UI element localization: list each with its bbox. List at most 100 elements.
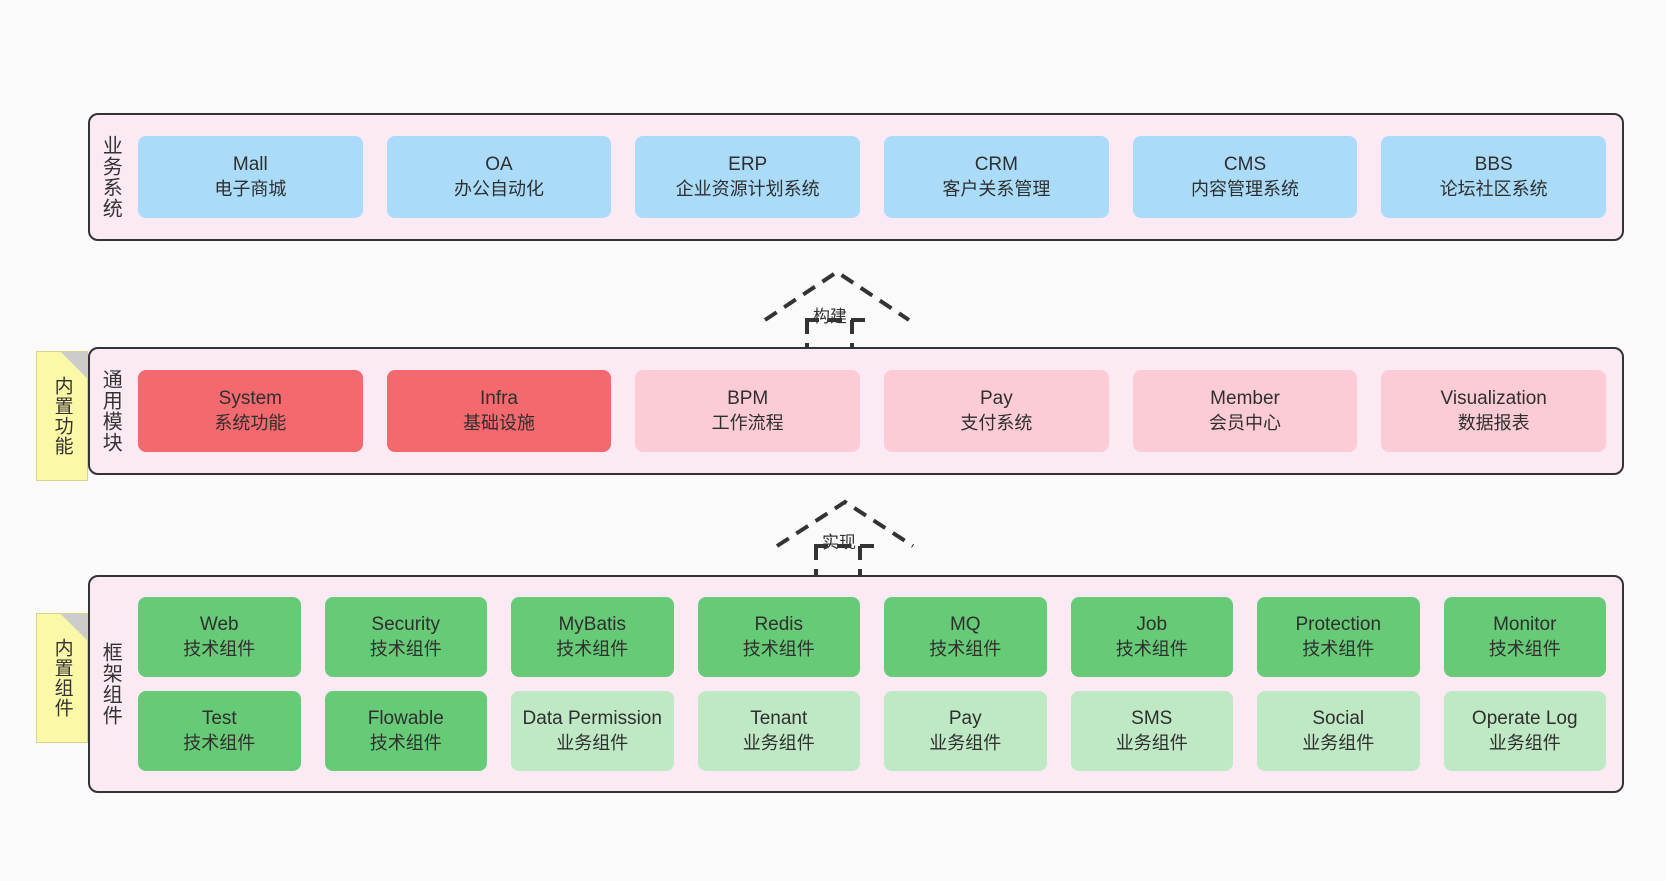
box-tenant[interactable]: Tenant 业务组件: [697, 691, 860, 771]
box-title: MyBatis: [558, 614, 627, 636]
box-test[interactable]: Test 技术组件: [138, 691, 301, 771]
note-fold-corner-icon: [61, 614, 87, 640]
box-subtitle: 业务组件: [929, 732, 1002, 753]
box-data-permission[interactable]: Data Permission 业务组件: [511, 691, 674, 771]
box-bpm[interactable]: BPM 工作流程: [635, 370, 861, 452]
note-builtin-features: 内置功能: [36, 351, 88, 481]
box-title: Social: [1312, 708, 1365, 730]
box-operate-log[interactable]: Operate Log 业务组件: [1443, 691, 1606, 771]
box-subtitle: 论坛社区系统: [1439, 178, 1548, 199]
box-title: Pay: [948, 708, 982, 730]
box-erp[interactable]: ERP 企业资源计划系统: [635, 136, 861, 218]
box-title: MQ: [949, 614, 981, 636]
box-subtitle: 技术组件: [929, 638, 1002, 659]
box-subtitle: 电子商城: [214, 178, 287, 199]
layer-body-framework-components: Web 技术组件 Security 技术组件 MyBatis 技术组件 Redi…: [130, 577, 1622, 791]
box-title: Protection: [1295, 614, 1382, 636]
box-security[interactable]: Security 技术组件: [324, 597, 487, 677]
box-social[interactable]: Social 业务组件: [1257, 691, 1420, 771]
box-web[interactable]: Web 技术组件: [138, 597, 301, 677]
box-subtitle: 系统功能: [214, 412, 287, 433]
box-subtitle: 工作流程: [711, 412, 784, 433]
row-common-modules: System 系统功能 Infra 基础设施 BPM 工作流程 Pay 支付系统…: [138, 370, 1607, 452]
box-protection[interactable]: Protection 技术组件: [1257, 597, 1420, 677]
layer-title-framework-components: 框架组件: [99, 642, 122, 726]
box-monitor[interactable]: Monitor 技术组件: [1443, 597, 1606, 677]
box-subtitle: 会员中心: [1209, 412, 1282, 433]
layer-body-business-systems: Mall 电子商城 OA 办公自动化 ERP 企业资源计划系统 CRM 客户关系…: [130, 115, 1622, 239]
box-infra[interactable]: Infra 基础设施: [386, 370, 612, 452]
note-text: 内置功能: [51, 376, 73, 456]
box-title: ERP: [728, 154, 768, 176]
box-subtitle: 数据报表: [1457, 412, 1530, 433]
box-cms[interactable]: CMS 内容管理系统: [1132, 136, 1358, 218]
connector-implement: 实现: [772, 494, 952, 578]
box-job[interactable]: Job 技术组件: [1070, 597, 1233, 677]
box-title: Pay: [979, 388, 1013, 410]
box-bbs[interactable]: BBS 论坛社区系统: [1381, 136, 1607, 218]
box-subtitle: 技术组件: [1302, 638, 1375, 659]
box-subtitle: 技术组件: [556, 638, 629, 659]
box-title: Web: [199, 614, 239, 636]
box-title: Infra: [479, 388, 519, 410]
row-business-systems: Mall 电子商城 OA 办公自动化 ERP 企业资源计划系统 CRM 客户关系…: [138, 136, 1607, 218]
box-subtitle: 内容管理系统: [1191, 178, 1300, 199]
layer-body-common-modules: System 系统功能 Infra 基础设施 BPM 工作流程 Pay 支付系统…: [130, 349, 1622, 473]
box-title: Job: [1136, 614, 1168, 636]
box-subtitle: 技术组件: [183, 732, 256, 753]
build-arrow-shaft: [805, 320, 854, 350]
box-title: Monitor: [1493, 614, 1557, 636]
box-subtitle: 业务组件: [556, 732, 629, 753]
layer-title-common-modules: 通用模块: [99, 369, 122, 453]
box-member[interactable]: Member 会员中心: [1132, 370, 1358, 452]
box-title: Operate Log: [1471, 708, 1578, 730]
box-title: Security: [371, 614, 441, 636]
connector-implement-label: 实现: [822, 533, 856, 552]
box-title: BPM: [727, 388, 769, 410]
box-mybatis[interactable]: MyBatis 技术组件: [511, 597, 674, 677]
note-fold-corner-icon: [61, 352, 87, 378]
box-visualization[interactable]: Visualization 数据报表: [1381, 370, 1607, 452]
box-pay-module[interactable]: Pay 支付系统: [884, 370, 1109, 452]
box-subtitle: 业务组件: [1488, 732, 1561, 753]
box-title: Visualization: [1440, 388, 1547, 410]
box-title: OA: [485, 154, 513, 176]
note-builtin-components: 内置组件: [36, 613, 88, 743]
box-subtitle: 技术组件: [1115, 638, 1188, 659]
box-subtitle: 技术组件: [369, 732, 442, 753]
box-title: Test: [201, 708, 237, 730]
layer-common-modules: 通用模块 System 系统功能 Infra 基础设施 BPM 工作流程 Pay…: [88, 347, 1624, 475]
box-title: CMS: [1223, 154, 1267, 176]
connector-build: 构建: [760, 262, 940, 350]
layer-title-business-systems: 业务系统: [99, 135, 122, 219]
box-sms[interactable]: SMS 业务组件: [1070, 691, 1233, 771]
box-subtitle: 业务组件: [1302, 732, 1375, 753]
box-pay-component[interactable]: Pay 业务组件: [884, 691, 1047, 771]
box-subtitle: 技术组件: [1488, 638, 1561, 659]
box-title: BBS: [1474, 154, 1513, 176]
box-subtitle: 技术组件: [183, 638, 256, 659]
box-flowable[interactable]: Flowable 技术组件: [324, 691, 487, 771]
row-tech-components: Web 技术组件 Security 技术组件 MyBatis 技术组件 Redi…: [138, 597, 1606, 677]
box-subtitle: 技术组件: [369, 638, 442, 659]
row-business-components: Test 技术组件 Flowable 技术组件 Data Permission …: [138, 691, 1606, 771]
box-crm[interactable]: CRM 客户关系管理: [884, 136, 1109, 218]
box-subtitle: 业务组件: [1115, 732, 1188, 753]
box-system[interactable]: System 系统功能: [138, 370, 363, 452]
box-subtitle: 客户关系管理: [942, 178, 1051, 199]
box-title: Data Permission: [522, 708, 662, 730]
box-mq[interactable]: MQ 技术组件: [884, 597, 1047, 677]
box-subtitle: 支付系统: [960, 412, 1033, 433]
layer-business-systems: 业务系统 Mall 电子商城 OA 办公自动化 ERP 企业资源计划系统 CRM…: [88, 113, 1624, 241]
build-arrowhead: [763, 269, 911, 322]
box-title: Member: [1210, 388, 1280, 410]
box-redis[interactable]: Redis 技术组件: [697, 597, 860, 677]
box-title: Mall: [232, 154, 268, 176]
box-title: CRM: [974, 154, 1018, 176]
box-oa[interactable]: OA 办公自动化: [386, 136, 612, 218]
box-title: Redis: [754, 614, 804, 636]
implement-arrow-shaft: [814, 546, 862, 578]
note-text: 内置组件: [51, 638, 73, 718]
box-mall[interactable]: Mall 电子商城: [138, 136, 363, 218]
